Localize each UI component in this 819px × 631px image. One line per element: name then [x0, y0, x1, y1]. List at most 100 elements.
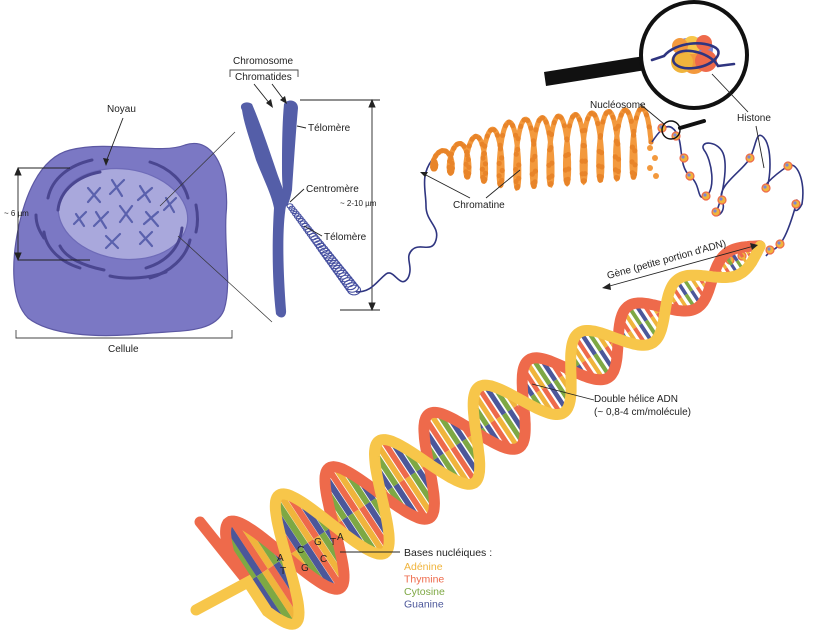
chromatin-bead — [596, 148, 602, 154]
pair-letter-bottom: G — [301, 563, 309, 574]
chromatin-bead — [548, 131, 555, 138]
base-pair-half — [380, 438, 410, 480]
chromatin-bead — [447, 168, 453, 175]
chromatin-bead — [585, 116, 591, 122]
nucleosome-bead-core — [673, 133, 677, 137]
chromatin-bead — [613, 138, 619, 144]
cell-group: ~ 6 µm Noyau Cellule — [4, 104, 273, 355]
chromatin-bead — [563, 153, 569, 159]
chromatin-bead — [563, 177, 569, 183]
chromatin-coil — [430, 105, 659, 191]
nucleosome-beads — [657, 123, 801, 265]
helix-leader — [531, 383, 595, 401]
chromatin-group: Chromatine — [355, 105, 659, 293]
chromatin-bead — [596, 173, 602, 179]
chromatin-bead — [530, 180, 536, 187]
chromatin-bead — [515, 146, 521, 153]
chromatin-bead — [573, 112, 579, 118]
chromatin-bead — [513, 166, 519, 173]
nucleosome-bead-core — [713, 209, 717, 213]
chromatides-label: Chromatides — [235, 72, 292, 83]
chromosome-size-label: ~ 2-10 µm — [340, 199, 377, 208]
base-name-1: Thymine — [404, 574, 444, 586]
chromatin-bead — [543, 119, 549, 125]
nucleosome-bead-core — [785, 163, 789, 167]
histone-leader-a — [711, 73, 749, 113]
chromatin-bead — [652, 155, 658, 161]
chromatin-bead — [546, 162, 552, 168]
chromatin-bead — [647, 165, 653, 171]
pair-letter-bottom: T — [280, 566, 286, 577]
helix-strand-yellow — [190, 240, 766, 630]
chromatin-bead — [451, 145, 457, 151]
chromatin-bead — [496, 160, 502, 166]
histone-leader-b — [755, 125, 765, 169]
chromatin-bead — [600, 119, 606, 125]
nucleus-leader — [105, 117, 124, 163]
chromatin-bead — [631, 128, 637, 134]
bases-title: Bases nucléiques : — [404, 547, 492, 559]
chromatin-bead — [547, 181, 553, 187]
nucleosome-bead-core — [703, 193, 707, 197]
base-pair-half — [496, 416, 521, 450]
chromatin-bead — [596, 163, 602, 169]
nucleosome-bead-core — [793, 201, 797, 205]
base-pair-half — [374, 441, 405, 483]
histone-dna-wrap — [650, 42, 736, 70]
nucleosome-label: Nucléosome — [590, 100, 646, 111]
nucleus-label: Noyau — [107, 104, 136, 115]
cell-label: Cellule — [108, 344, 139, 355]
chromatin-bead — [480, 155, 486, 161]
chromatin-bead — [496, 173, 502, 179]
chromatid-left — [240, 102, 287, 318]
chromatin-bead — [618, 112, 624, 118]
chromatin-bead — [515, 136, 521, 142]
nucleosome-bead-core — [687, 173, 691, 177]
nucleus-size-guide — [14, 166, 90, 262]
chromatin-bead — [463, 161, 469, 167]
uncoil-loops — [286, 203, 362, 296]
chromatides-bracket — [229, 69, 299, 77]
chromatin-bead — [482, 143, 488, 149]
helix-label-line1: Double hélice ADN — [594, 394, 678, 405]
chromatin-bead — [540, 115, 546, 121]
chromatin-bead — [546, 175, 552, 181]
chromatin-bead — [461, 143, 467, 149]
chromatin-bead — [518, 123, 524, 129]
base-pair-half — [353, 509, 387, 556]
chromatin-bead — [482, 161, 488, 167]
chromatin-bead — [464, 152, 470, 158]
chromatin-bead — [482, 170, 489, 176]
nucleosome-bead-core — [763, 185, 767, 189]
base-pair-half — [262, 568, 301, 623]
chromatin-bead — [562, 167, 569, 173]
chromatin-bead — [564, 137, 570, 143]
base-pair-half — [307, 539, 344, 590]
chromatin-bead — [580, 178, 586, 184]
telomere-bottom-label: Télomère — [324, 232, 367, 243]
pair-letter-bottom: C — [320, 554, 327, 565]
zoom-line-bottom — [177, 235, 273, 323]
nucleosome-leader — [639, 103, 665, 125]
chromatin-bead — [629, 159, 635, 165]
centromere-label: Centromère — [306, 184, 359, 195]
chromatin-bead — [615, 123, 621, 129]
chromatin-bead — [629, 144, 636, 150]
cell-bracket — [15, 330, 233, 339]
centromere-leader — [289, 188, 305, 203]
gene-arrow-line — [605, 245, 755, 288]
base-pair-half — [223, 523, 263, 577]
chromatin-tail-fiber — [355, 159, 438, 293]
chromatin-bead — [566, 123, 573, 129]
base-name-2: Cytosine — [404, 586, 445, 598]
chromatides-leader-right — [271, 83, 285, 101]
chromatin-bead — [499, 155, 505, 161]
chromatin-bead — [513, 151, 519, 157]
chromatin-bead — [479, 166, 485, 172]
base-name-0: Adénine — [404, 561, 443, 573]
chromatin-bead — [595, 120, 601, 127]
chromatin-label: Chromatine — [453, 200, 505, 211]
